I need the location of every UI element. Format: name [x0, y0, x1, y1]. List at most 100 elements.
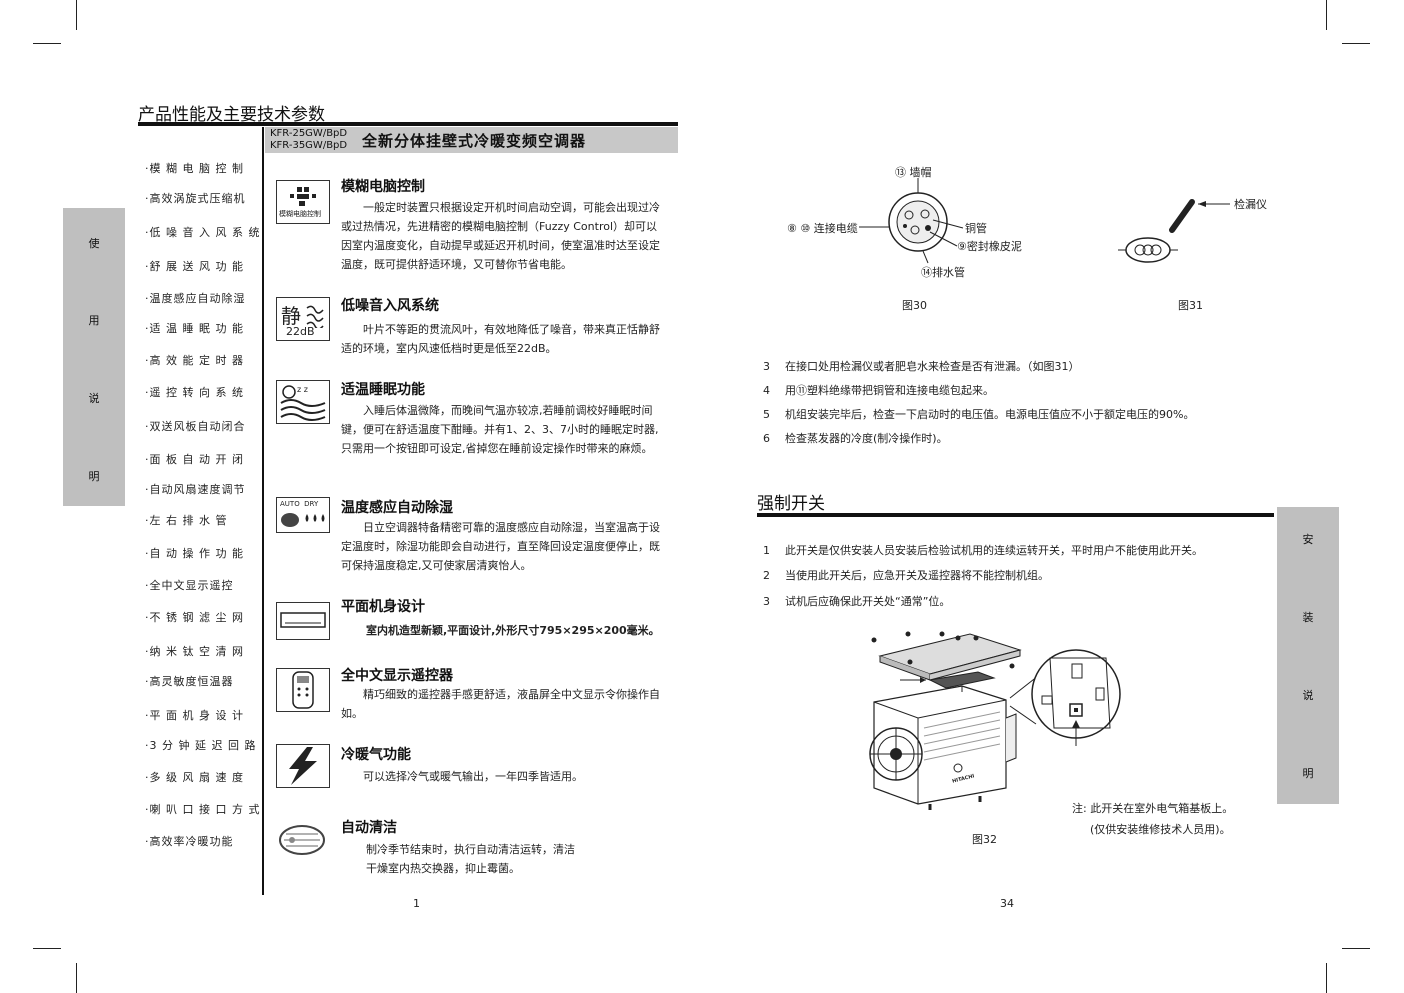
flat-unit-icon: [276, 602, 330, 640]
crop-mark: [1326, 0, 1327, 30]
feature-title: 温度感应自动除湿: [341, 500, 453, 516]
fuzzy-control-icon: 模糊电脑控制: [276, 180, 330, 224]
model-1: KFR-25GW/BpD: [270, 128, 348, 139]
right-section-title: 强制开关: [757, 494, 825, 514]
feature-list-item: ·不 锈 钢 滤 尘 网: [145, 611, 244, 624]
fuzzy-dots-icon: [290, 187, 316, 206]
fuzzy-icon-caption: 模糊电脑控制: [279, 210, 321, 218]
feature-body: 制冷季节结束时，执行自动清洁运转，清洁干燥室内热交换器，抑止霉菌。: [366, 843, 575, 875]
feature-list-item: ·高灵敏度恒温器: [145, 675, 234, 688]
right-page-number: 34: [1000, 897, 1014, 910]
feature-body: 可以选择冷气或暖气输出，一年四季皆适用。: [363, 770, 583, 783]
step-text: 用⑪塑料绝缘带把铜管和连接电缆包起来。: [785, 384, 994, 397]
crop-mark: [76, 0, 77, 30]
feature-list-item: ·全中文显示遥控: [145, 579, 234, 592]
step-number: 3: [763, 360, 770, 373]
feature-list-item: ·遥 控 转 向 系 统: [145, 386, 244, 399]
feature-list-item: ·纳 米 钛 空 清 网: [145, 645, 244, 658]
feature-list-item: ·3 分 钟 延 迟 回 路: [145, 739, 257, 752]
step-number: 3: [763, 595, 770, 608]
figure-32-caption: 图32: [972, 833, 997, 846]
wall-connection-diagram: [859, 178, 964, 264]
putty-label: ⑨密封橡皮泥: [957, 240, 1022, 253]
crop-mark: [76, 963, 77, 993]
side-tab-char: 说: [88, 392, 100, 405]
crop-mark: [33, 43, 61, 44]
wind-icon: [306, 305, 324, 328]
feature-title: 适温睡眠功能: [341, 382, 425, 398]
figure-32-note-2: (仅供安装维修技术人员用)。: [1090, 823, 1231, 836]
side-tab-char: 使: [88, 237, 100, 250]
install-step: 4 用⑪塑料绝缘带把铜管和连接电缆包起来。: [763, 382, 994, 398]
figure-30-caption: 图30: [902, 299, 927, 312]
figure-31-caption: 图31: [1178, 299, 1203, 312]
switch-step: 1 此开关是仅供安装人员安装后检验试机用的连续运转开关，平时用户不能使用此开关。: [763, 542, 1203, 558]
auto-clean-icon: [276, 820, 330, 860]
column-divider: [262, 127, 264, 895]
figure-31: 检漏仪: [1110, 188, 1290, 278]
feature-body: 一般定时装置只根据设定开机时间启动空调，可能会出现过冷或过热情况，先进精密的模糊…: [341, 201, 660, 271]
remote-control-icon: [276, 668, 330, 712]
feature-title: 低噪音入风系统: [341, 298, 439, 314]
feature-body: 精巧细致的遥控器手感更舒适，液晶屏全中文显示令你操作自如。: [341, 688, 660, 720]
model-2: KFR-35GW/BpD: [270, 140, 348, 151]
sleep-wave-icon: z z: [280, 385, 326, 421]
low-noise-icon: 静 22dB: [276, 297, 330, 341]
noise-level-caption: 22dB: [286, 325, 315, 338]
sleep-icon: z z: [276, 380, 330, 424]
crop-mark: [33, 948, 61, 949]
feature-list-item: ·左 右 排 水 管: [145, 514, 228, 527]
heat-exchanger-icon: [279, 825, 325, 855]
feature-title: 模糊电脑控制: [341, 179, 425, 195]
svg-text:z z: z z: [297, 385, 308, 394]
step-number: 1: [763, 544, 770, 557]
feature-title: 平面机身设计: [341, 599, 425, 615]
feature-list-item: ·高效涡旋式压缩机: [145, 192, 246, 205]
left-section-rule: [138, 122, 678, 126]
feature-title: 自动清洁: [341, 820, 397, 836]
crop-mark: [1342, 948, 1370, 949]
right-section-rule: [757, 513, 1274, 517]
feature-list-item: ·喇 叭 口 接 口 方 式: [145, 803, 261, 816]
feature-list-item: ·适 温 睡 眠 功 能: [145, 322, 244, 335]
side-tab-char: 安: [1302, 533, 1314, 546]
quiet-glyph: 静: [281, 304, 301, 328]
drain-label: ⑭排水管: [921, 266, 965, 279]
crop-mark: [1342, 43, 1370, 44]
wall-cap-label: ⑬ 墙帽: [895, 166, 932, 179]
feature-body: 入睡后体温微降，而晚间气温亦较凉,若睡前调校好睡眠时间键，便可在舒适温度下酣睡。…: [341, 404, 659, 455]
feature-list-item: ·高 效 能 定 时 器: [145, 354, 244, 367]
feature-list-item: ·多 级 风 扇 速 度: [145, 771, 244, 784]
outdoor-unit-diagram: [869, 631, 1121, 810]
feature-title: 冷暖气功能: [341, 747, 411, 763]
side-tab-char: 说: [1302, 689, 1314, 702]
auto-dry-icon: AUTO DRY: [276, 497, 330, 533]
feature-list-item: ·高效率冷暖功能: [145, 835, 234, 848]
heat-cool-icon: [276, 744, 330, 788]
feature-list-item: ·平 面 机 身 设 计: [145, 709, 244, 722]
figure-32-note-1: 注: 此开关在室外电气箱基板上。: [1072, 802, 1234, 815]
leak-detector-diagram: [1118, 199, 1230, 263]
step-number: 5: [763, 408, 770, 421]
step-text: 当使用此开关后，应急开关及遥控器将不能控制机组。: [785, 569, 1049, 582]
droplet-icon: [281, 513, 325, 527]
figure-32: HITACHI: [860, 628, 1140, 818]
feature-list-item: ·面 板 自 动 开 闭: [145, 453, 244, 466]
feature-list-item: ·双送风板自动闭合: [145, 420, 246, 433]
remote-icon: [292, 671, 314, 709]
feature-list-item: ·温度感应自动除湿: [145, 292, 246, 305]
product-title: 全新分体挂壁式冷暖变频空调器: [362, 132, 587, 150]
feature-body: 室内机造型新颖,平面设计,外形尺寸795×295×200毫米。: [366, 624, 660, 637]
step-number: 4: [763, 384, 770, 397]
step-text: 此开关是仅供安装人员安装后检验试机用的连续运转开关，平时用户不能使用此开关。: [785, 544, 1203, 557]
copper-pipe-label: 铜管: [965, 222, 987, 235]
step-text: 检查蒸发器的冷度(制冷操作时)。: [785, 432, 948, 445]
side-tab-char: 用: [88, 314, 100, 327]
indoor-unit-icon: [280, 612, 326, 628]
left-page-number: 1: [413, 897, 420, 910]
